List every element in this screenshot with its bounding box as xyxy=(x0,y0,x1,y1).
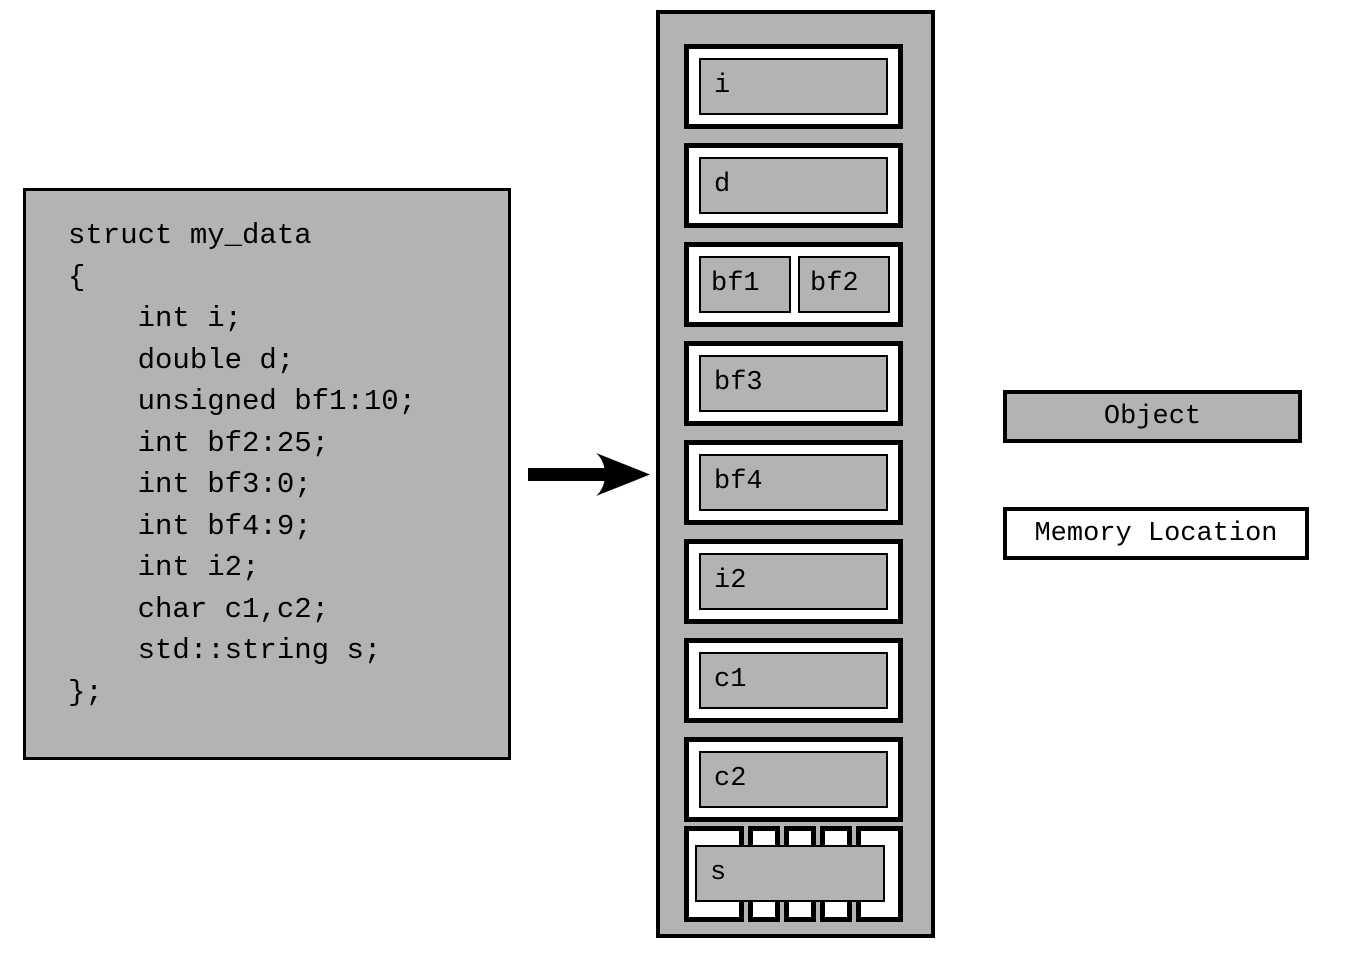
legend-memory-location-label: Memory Location xyxy=(1034,518,1278,549)
object-box: bf2 xyxy=(798,256,890,313)
memory-location-group: s xyxy=(684,826,903,922)
memory-location-box: bf3 xyxy=(684,341,903,426)
code-line: struct my_data xyxy=(68,219,312,252)
memory-location-box: d xyxy=(684,143,903,228)
memory-location-box: bf4 xyxy=(684,440,903,525)
object-box: bf1 xyxy=(699,256,791,313)
object-label: c1 xyxy=(714,665,747,695)
code-line: int i; xyxy=(68,302,243,335)
object-label: d xyxy=(714,170,731,200)
code-line: int i2; xyxy=(68,551,260,584)
memory-location-box: i2 xyxy=(684,539,903,624)
code-line: std::string s; xyxy=(68,634,382,667)
object-label: s xyxy=(710,858,727,888)
object-box: d xyxy=(699,157,888,214)
object-box: bf3 xyxy=(699,355,888,412)
legend-object-label: Object xyxy=(1103,401,1202,432)
object-box: c2 xyxy=(699,751,888,808)
code-line: int bf4:9; xyxy=(68,509,312,543)
object-label: i xyxy=(714,71,731,101)
object-label: bf4 xyxy=(714,467,763,497)
code-line: unsigned bf1:10; xyxy=(68,385,417,418)
code-line: }; xyxy=(68,675,103,709)
object-box: bf4 xyxy=(699,454,888,511)
object-box: i2 xyxy=(699,553,888,610)
code-line: int bf3:0; xyxy=(68,468,312,501)
object-box: i xyxy=(699,58,888,115)
object-label: c2 xyxy=(714,764,747,794)
memory-location-box: i xyxy=(684,44,903,129)
legend-object-swatch: Object xyxy=(1003,390,1302,443)
code-line: char c1,c2; xyxy=(68,592,330,626)
code-line: double d; xyxy=(68,343,295,377)
object-label: i2 xyxy=(714,566,747,596)
object-label: bf1 xyxy=(711,269,760,299)
code-line: int bf2:25; xyxy=(68,426,330,460)
memory-location-box: c1 xyxy=(684,638,903,723)
struct-code-text: struct my_data { int i; double d; unsigne… xyxy=(68,215,416,713)
code-line: { xyxy=(68,260,86,294)
object-box: s xyxy=(695,845,885,902)
memory-layout-container: i d bf1 bf2 bf3 bf4 i2 c1 c2 s xyxy=(656,10,935,938)
memory-location-box: bf1 bf2 xyxy=(684,242,903,327)
object-box: c1 xyxy=(699,652,888,709)
object-label: bf2 xyxy=(810,269,859,299)
struct-code-block: struct my_data { int i; double d; unsigne… xyxy=(23,188,511,760)
right-arrow-icon xyxy=(528,448,650,502)
memory-location-box: c2 xyxy=(684,737,903,822)
object-label: bf3 xyxy=(714,368,763,398)
legend-memory-location-swatch: Memory Location xyxy=(1003,507,1309,560)
